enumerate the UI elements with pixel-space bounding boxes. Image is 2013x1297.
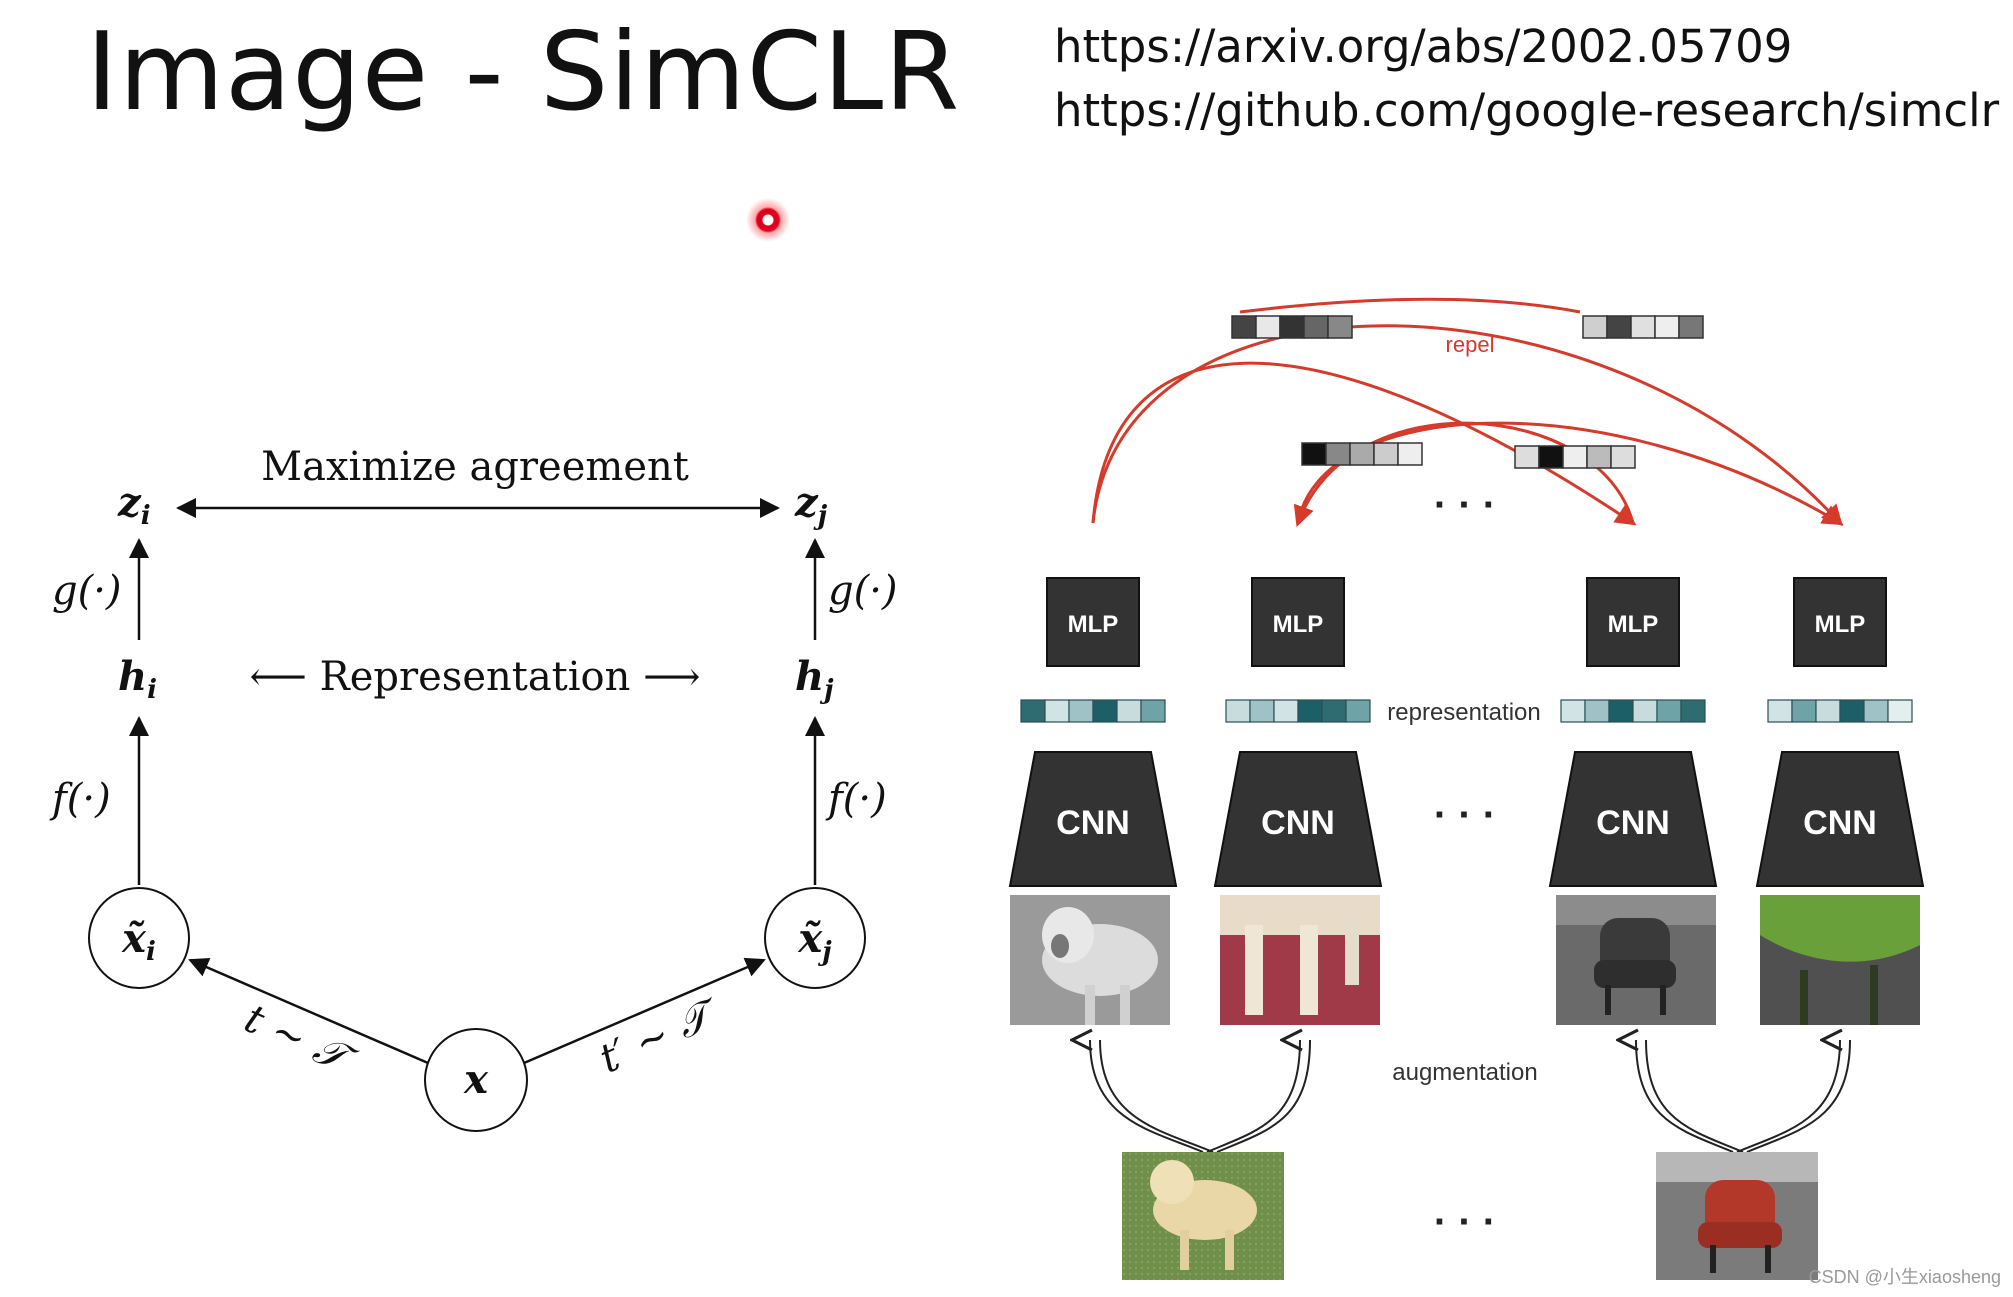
mlp-label: MLP — [1273, 611, 1324, 638]
original-chair-image — [1656, 1152, 1818, 1280]
representation-label: ⟵ Representation ⟶ — [250, 654, 701, 700]
aug-arrow-chair-2 — [1736, 1040, 1840, 1153]
mlp-blocks: MLP MLP MLP MLP — [1046, 577, 1887, 667]
cnn-label: CNN — [1803, 804, 1877, 842]
x-tilde-i-label: x̃i — [121, 915, 156, 967]
github-link[interactable]: https://github.com/google-research/simcl… — [1054, 84, 2000, 137]
slide-title: Image - SimCLR — [86, 10, 961, 135]
cnn-block: CNN — [1213, 751, 1383, 887]
ellipsis-top: · · · — [1434, 483, 1496, 527]
watermark: CSDN @小生xiaosheng — [1808, 1267, 2001, 1287]
cnn-blocks: CNN CNN CNN CNN — [1008, 751, 1925, 887]
aug-arrow-chair-2-outline — [1746, 1039, 1851, 1153]
x-tilde-j-label: x̃j — [797, 915, 832, 967]
representation-vector — [1560, 699, 1706, 723]
simclr-framework-diagram: Maximize agreement zi zj g(·) g(·) hi hj… — [49, 444, 898, 1132]
augmented-chair-grayscale — [1556, 895, 1716, 1025]
mlp-label: MLP — [1608, 611, 1659, 638]
cnn-label: CNN — [1596, 804, 1670, 842]
ellipsis-middle: · · · — [1434, 793, 1496, 837]
maximize-agreement-label: Maximize agreement — [261, 444, 689, 490]
laser-pointer-dot — [746, 198, 790, 242]
representation-text: representation — [1387, 699, 1540, 726]
cnn-block: CNN — [1008, 751, 1178, 887]
cnn-block: CNN — [1548, 751, 1718, 887]
repel-arrow-1-3 — [1091, 361, 1637, 526]
repel-arrow-3-2 — [1293, 421, 1635, 527]
augmented-images — [1010, 895, 1920, 1025]
projection-vector — [1231, 315, 1353, 339]
aug-arrow-chair-1 — [1636, 1040, 1734, 1153]
h-i-label: hi — [118, 653, 157, 705]
augmentation-label: augmentation — [1392, 1059, 1537, 1086]
cnn-block: CNN — [1755, 751, 1925, 887]
cnn-label: CNN — [1261, 804, 1335, 842]
x-label: x — [463, 1056, 489, 1103]
aug-arrow-dog-1 — [1090, 1040, 1204, 1153]
x-node — [424, 1028, 528, 1132]
mlp-block: MLP — [1793, 577, 1887, 667]
x-tilde-j-node — [764, 887, 866, 989]
projection-vectors — [1231, 315, 1704, 469]
aug-arrow-chair-1-outline — [1645, 1039, 1744, 1153]
representation-vector — [1020, 699, 1166, 723]
augmented-chair-green-crop — [1760, 895, 1920, 1025]
aug-arrow-dog-2 — [1206, 1040, 1300, 1153]
augmented-dog-grayscale — [1010, 895, 1170, 1025]
h-j-label: hj — [795, 653, 834, 705]
repel-label: repel — [1446, 332, 1495, 357]
t-right-label: t′ ∼ 𝒯 — [593, 989, 728, 1083]
arxiv-link[interactable]: https://arxiv.org/abs/2002.05709 — [1054, 20, 1793, 73]
original-dog-image — [1122, 1152, 1284, 1280]
representation-vector — [1767, 699, 1913, 723]
cnn-label: CNN — [1056, 804, 1130, 842]
z-i-label: zi — [117, 479, 151, 531]
f-right-label: f(·) — [825, 776, 887, 822]
z-j-label: zj — [794, 479, 828, 531]
repel-arrow-2-4 — [1296, 421, 1844, 526]
x-tilde-i-node — [88, 887, 190, 989]
projection-vector — [1582, 315, 1704, 339]
t-left-arrow — [188, 957, 429, 1065]
g-right-label: g(·) — [828, 568, 898, 614]
aug-arrow-dog-1-outline — [1099, 1039, 1214, 1153]
repel-arrow-1-4 — [1091, 324, 1843, 527]
mlp-block: MLP — [1586, 577, 1680, 667]
mlp-label: MLP — [1815, 611, 1866, 638]
projection-vector — [1514, 445, 1636, 469]
aug-arrow-dog-2-outline — [1216, 1039, 1311, 1153]
f-left-label: f(·) — [49, 776, 111, 822]
repel-top-arc — [1239, 297, 1581, 314]
mlp-block: MLP — [1046, 577, 1140, 667]
representation-vectors — [1020, 699, 1913, 723]
projection-vector — [1301, 442, 1423, 466]
representation-vector — [1225, 699, 1371, 723]
mlp-block: MLP — [1251, 577, 1345, 667]
augmented-dog-crop-red — [1220, 895, 1380, 1025]
g-left-label: g(·) — [52, 568, 122, 614]
ellipsis-bottom: · · · — [1434, 1200, 1496, 1244]
mlp-label: MLP — [1068, 611, 1119, 638]
t-right-arrow — [523, 957, 766, 1065]
